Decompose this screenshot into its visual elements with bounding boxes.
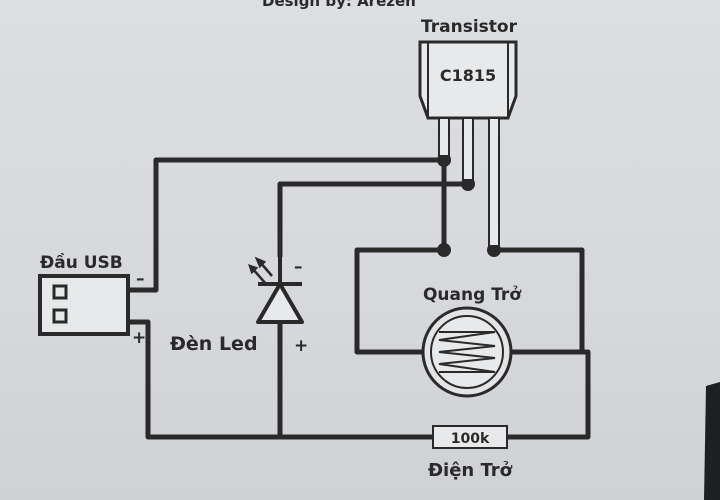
led-plus: + <box>294 336 308 356</box>
wire-ldr-loop-right <box>491 247 585 355</box>
photoresistor: Quang Trở <box>421 285 522 398</box>
led-triangle <box>256 282 304 324</box>
usb-connector: Đầu USB – + <box>38 252 146 348</box>
transistor-pin <box>438 117 450 157</box>
credit-text: Design by: Arezen <box>262 0 416 10</box>
edge-shadow <box>704 382 720 500</box>
resistor-value: 100k <box>451 431 490 447</box>
wires <box>125 117 591 440</box>
transistor-pin <box>462 117 474 181</box>
junction-dot <box>437 243 451 257</box>
usb-pad <box>52 284 68 300</box>
usb-minus: – <box>136 269 145 289</box>
resistor-label: Điện Trở <box>428 460 513 481</box>
wire-usb-minus <box>125 157 447 293</box>
resistor-body <box>432 425 508 449</box>
led-minus: – <box>294 257 303 277</box>
ldr-label: Quang Trở <box>423 285 522 305</box>
transistor-pin <box>488 117 500 247</box>
led-light-arrows <box>248 256 273 285</box>
ldr-zigzag <box>438 331 496 373</box>
led: – + Đèn Led <box>170 256 308 356</box>
transistor-model: C1815 <box>440 66 496 85</box>
transistor-title: Transistor <box>421 17 518 37</box>
led-label: Đèn Led <box>170 333 258 355</box>
usb-plus: + <box>132 328 146 348</box>
wire-ldr-to-resistor <box>504 349 591 440</box>
usb-label: Đầu USB <box>40 252 123 273</box>
usb-pad <box>52 308 68 324</box>
transistor: Transistor C1815 <box>418 17 518 247</box>
wire-usb-plus <box>125 319 436 440</box>
wire-ldr-loop <box>354 247 447 355</box>
resistor: 100k Điện Trở <box>428 425 513 481</box>
wire-led-cathode <box>277 181 471 259</box>
